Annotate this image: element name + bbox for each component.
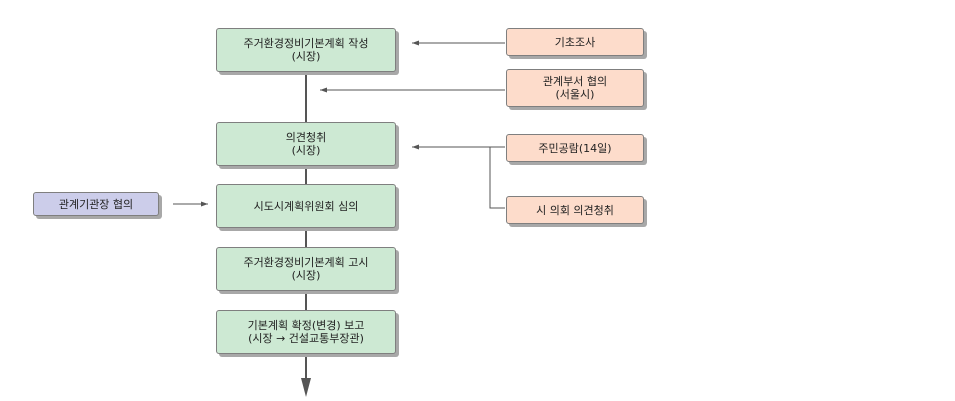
end-arrowhead	[301, 378, 311, 397]
step-basic-plan-notice-title: 주거환경정비기본계획 고시	[243, 256, 369, 269]
input-council-opinion-label: 시 의회 의견청취	[536, 203, 614, 217]
input-public-review: 주민공람(14일)	[506, 134, 644, 162]
input-council-opinion: 시 의회 의견청취	[506, 196, 644, 224]
input-public-review-label: 주민공람(14일)	[538, 141, 612, 155]
input-basic-survey-label: 기초조사	[554, 35, 596, 49]
input-dept-consultation-title: 관계부서 협의	[542, 75, 608, 88]
input-agency-consultation-label: 관계기관장 협의	[58, 197, 134, 211]
step-planning-committee-review-title: 시도시계획위원회 심의	[253, 199, 359, 213]
step-planning-committee-review: 시도시계획위원회 심의	[216, 184, 396, 228]
step-basic-plan-notice-actor: (시장)	[291, 269, 321, 282]
step-plan-confirmation-report-actor: (시장 → 건설교통부장관)	[248, 332, 364, 345]
step-basic-plan-notice: 주거환경정비기본계획 고시 (시장)	[216, 247, 396, 291]
input-dept-consultation-actor: (서울시)	[555, 88, 595, 101]
input-basic-survey: 기초조사	[506, 28, 644, 56]
step-plan-confirmation-report: 기본계획 확정(변경) 보고 (시장 → 건설교통부장관)	[216, 310, 396, 354]
step-plan-confirmation-report-title: 기본계획 확정(변경) 보고	[247, 319, 365, 332]
council-opinion-connector	[489, 147, 505, 209]
input-dept-consultation: 관계부서 협의 (서울시)	[506, 69, 644, 107]
step-opinion-hearing-title: 의견청취	[285, 131, 327, 144]
step-opinion-hearing: 의견청취 (시장)	[216, 122, 396, 166]
step-basic-plan-drafting-title: 주거환경정비기본계획 작성	[243, 37, 369, 50]
step-basic-plan-drafting: 주거환경정비기본계획 작성 (시장)	[216, 28, 396, 72]
input-agency-consultation: 관계기관장 협의	[33, 192, 159, 216]
step-basic-plan-drafting-actor: (시장)	[291, 50, 321, 63]
step-opinion-hearing-actor: (시장)	[291, 144, 321, 157]
